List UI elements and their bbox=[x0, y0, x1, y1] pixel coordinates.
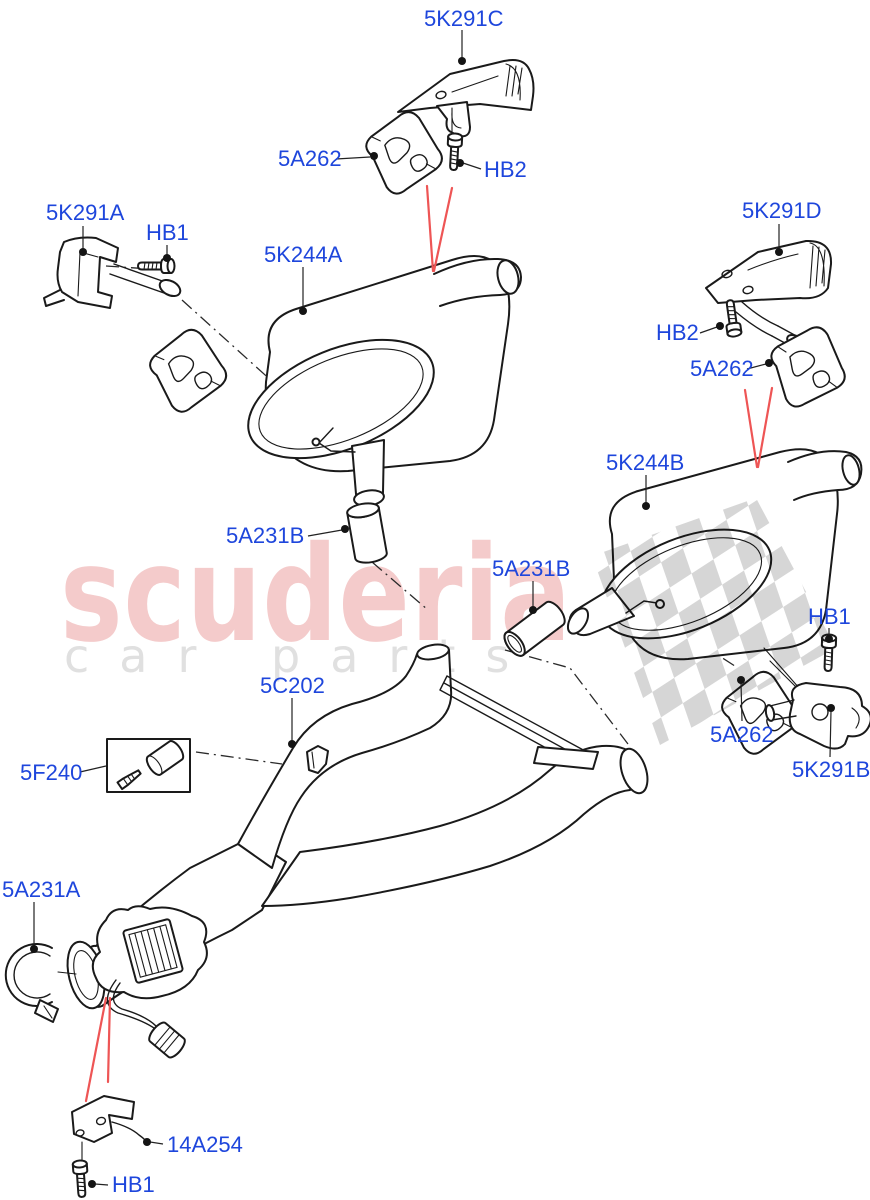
sleeve-5A231B-right bbox=[503, 600, 566, 657]
part-label-5K244A[interactable]: 5K244A bbox=[264, 242, 343, 267]
sleeve-5A231B-left bbox=[346, 502, 388, 564]
part-label-5A231B-right[interactable]: 5A231B bbox=[492, 556, 570, 581]
assembly-line-5F240-to-pipe bbox=[195, 751, 283, 765]
part-label-5A262-right[interactable]: 5A262 bbox=[690, 356, 754, 381]
part-label-5A262-top[interactable]: 5A262 bbox=[278, 146, 342, 171]
anchor-dots bbox=[30, 57, 835, 1188]
bracket-5K291B bbox=[764, 682, 870, 750]
part-label-5K291D[interactable]: 5K291D bbox=[742, 198, 822, 223]
bolt-HB2-right bbox=[721, 298, 743, 339]
red-arrow-bottom bbox=[84, 996, 112, 1103]
part-label-HB2-right[interactable]: HB2 bbox=[656, 320, 699, 345]
isolator-5A262-top bbox=[358, 105, 450, 199]
bracket-5K291A bbox=[43, 236, 182, 309]
pipe-branch-left-opening bbox=[416, 643, 450, 661]
pipe-branch-right bbox=[261, 744, 638, 907]
support-rail bbox=[439, 675, 599, 770]
checkered-flag-watermark bbox=[592, 498, 836, 745]
leader-lines bbox=[33, 30, 832, 1186]
isolator-5A262-right bbox=[765, 322, 851, 411]
center-exhaust-pipe-5C202 bbox=[66, 643, 649, 1059]
part-label-5A231A[interactable]: 5A231A bbox=[2, 877, 81, 902]
muffler-5K244A-hanger-rod bbox=[317, 427, 356, 453]
part-label-5C202[interactable]: 5C202 bbox=[260, 673, 325, 698]
red-arrow-right bbox=[743, 386, 774, 469]
mount-kit-5F240 bbox=[106, 738, 191, 793]
part-label-5K291C[interactable]: 5K291C bbox=[424, 6, 504, 31]
part-label-5A262-bottom[interactable]: 5A262 bbox=[710, 722, 774, 747]
part-label-5A231B-left[interactable]: 5A231B bbox=[226, 523, 304, 548]
part-label-5K244B[interactable]: 5K244B bbox=[606, 450, 684, 475]
part-label-HB1-bottom[interactable]: HB1 bbox=[112, 1172, 155, 1197]
part-label-HB1-left[interactable]: HB1 bbox=[146, 220, 189, 245]
part-label-5F240[interactable]: 5F240 bbox=[20, 760, 82, 785]
wiring-bracket-14A254 bbox=[71, 1095, 147, 1165]
bolt-HB1-bottom bbox=[71, 1159, 91, 1199]
part-label-5K291A[interactable]: 5K291A bbox=[46, 200, 125, 225]
part-label-HB1-right[interactable]: HB1 bbox=[808, 604, 851, 629]
red-arrow-top bbox=[425, 184, 454, 273]
clamp-5A231A bbox=[4, 943, 77, 1023]
assembly-line-left-hanger-to-muffler bbox=[181, 299, 316, 421]
isolator-5A262-left bbox=[142, 323, 234, 417]
assembly-line-right-sleeve-to-pipe bbox=[504, 649, 629, 745]
muffler-5K244A bbox=[247, 255, 522, 507]
exhaust-valve-actuator bbox=[91, 905, 208, 1000]
assembly-line-left-sleeve-to-pipe bbox=[371, 561, 429, 611]
valve-wiring-harness bbox=[106, 979, 186, 1059]
part-label-HB2-top[interactable]: HB2 bbox=[484, 157, 527, 182]
brand-watermark: scuderia bbox=[60, 518, 572, 672]
pipe-branch-right-opening bbox=[619, 747, 649, 795]
part-label-5K291B[interactable]: 5K291B bbox=[792, 757, 870, 782]
part-label-14A254[interactable]: 14A254 bbox=[167, 1132, 243, 1157]
